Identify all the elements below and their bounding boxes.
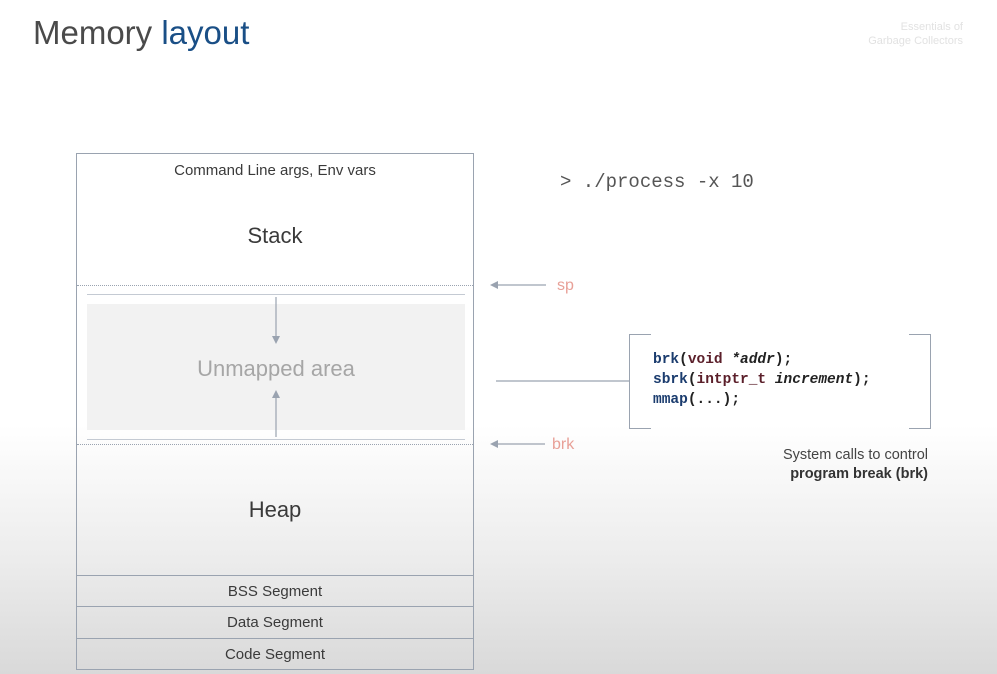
type-void: void: [687, 352, 723, 368]
code-bracket-right: [909, 334, 931, 429]
caption-line1: System calls to control: [782, 447, 928, 463]
code-segment: Code Segment: [77, 638, 473, 670]
command-line: > ./process -x 10: [560, 171, 754, 193]
unmapped-bottom-line: [87, 439, 465, 440]
syscalls-code-box: brk(void *addr);sbrk(intptr_t increment)…: [629, 334, 931, 429]
sp-label: sp: [557, 277, 574, 294]
paren: (: [679, 352, 688, 368]
brk-arrowhead: [490, 440, 498, 448]
arg-increment: increment: [766, 372, 854, 388]
watermark-line1: Essentials of: [900, 21, 963, 33]
slide-title: Memory layout: [33, 14, 249, 52]
mmap-args: (...);: [687, 392, 741, 408]
watermark: Essentials of Garbage Collectors: [868, 20, 963, 48]
stack-boundary: [77, 285, 473, 286]
bss-segment: BSS Segment: [77, 575, 473, 607]
unmapped-label: Unmapped area: [197, 356, 355, 381]
code-line-mmap: mmap(...);: [653, 390, 871, 410]
stack-segment: Stack: [77, 187, 473, 285]
unmapped-top-line: [87, 294, 465, 295]
fn-brk: brk: [653, 352, 680, 368]
watermark-line2: Garbage Collectors: [868, 35, 963, 47]
fn-sbrk: sbrk: [653, 372, 688, 388]
caption-line2: program break (brk): [790, 466, 928, 482]
paren: (: [687, 372, 697, 388]
fn-mmap: mmap: [653, 392, 688, 408]
arg-addr: *addr: [722, 352, 775, 368]
title-accent: layout: [161, 14, 250, 51]
paren-close: );: [774, 352, 793, 368]
heap-boundary: [77, 444, 473, 445]
paren-close: );: [853, 372, 871, 388]
code-line-sbrk: sbrk(intptr_t increment);: [653, 370, 871, 390]
title-main: Memory: [33, 14, 162, 51]
syscalls-code: brk(void *addr);sbrk(intptr_t increment)…: [653, 350, 871, 410]
heap-segment: Heap: [248, 497, 302, 522]
brk-label: brk: [552, 436, 575, 453]
heap-growth-arrowhead: [272, 390, 280, 398]
code-bracket-left: [629, 334, 651, 429]
syscalls-caption: System calls to control program break (b…: [783, 446, 928, 484]
type-intptr: intptr_t: [696, 372, 767, 388]
stack-growth-arrowhead: [272, 336, 280, 344]
data-segment: Data Segment: [77, 606, 473, 638]
code-line-brk: brk(void *addr);: [653, 350, 871, 370]
sp-arrowhead: [490, 281, 498, 289]
